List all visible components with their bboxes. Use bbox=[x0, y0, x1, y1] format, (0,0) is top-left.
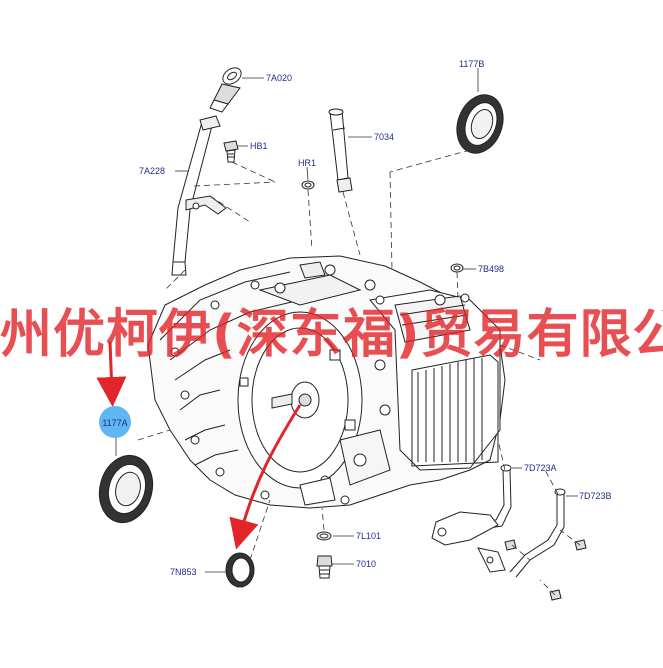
label-hr1: HR1 bbox=[298, 158, 317, 168]
highlight-bubble-1177a bbox=[99, 406, 131, 438]
seal-1177a bbox=[98, 454, 154, 524]
label-1177a: 1177A bbox=[102, 418, 128, 428]
tube-bolts bbox=[504, 539, 587, 601]
oring-hr1 bbox=[301, 180, 315, 190]
seal-1177b bbox=[456, 94, 504, 154]
dashed-leaders bbox=[137, 149, 581, 596]
plug-7010 bbox=[316, 555, 333, 579]
label-7034: 7034 bbox=[374, 132, 395, 142]
label-7a020: 7A020 bbox=[266, 73, 293, 83]
label-hb1: HB1 bbox=[250, 141, 268, 151]
dipstick-cap-7a020 bbox=[209, 67, 242, 113]
label-7b498: 7B498 bbox=[478, 264, 505, 274]
label-7d723b: 7D723B bbox=[579, 491, 612, 501]
label-7a228: 7A228 bbox=[139, 166, 166, 176]
label-7l101: 7L101 bbox=[356, 531, 382, 541]
cooler-tubes-7d723 bbox=[431, 464, 566, 578]
red-arrows bbox=[96, 341, 302, 550]
watermark-text: 州优柯伊(深东福)贸易有限公 bbox=[0, 305, 663, 365]
transmission-housing bbox=[147, 255, 506, 509]
cooler-fins bbox=[411, 354, 499, 467]
label-7010: 7010 bbox=[356, 559, 377, 569]
seal-7n853 bbox=[225, 552, 255, 588]
label-7d723a: 7D723A bbox=[524, 463, 557, 473]
label-1177b: 1177B bbox=[459, 59, 485, 69]
vent-tube-7034 bbox=[328, 108, 353, 193]
bolt-hb1 bbox=[223, 140, 239, 163]
oring-7l101 bbox=[316, 531, 332, 541]
label-leaders bbox=[115, 68, 578, 573]
oring-7b498 bbox=[450, 263, 464, 273]
fill-tube-7a228 bbox=[171, 115, 227, 276]
label-7n853: 7N853 bbox=[170, 567, 197, 577]
